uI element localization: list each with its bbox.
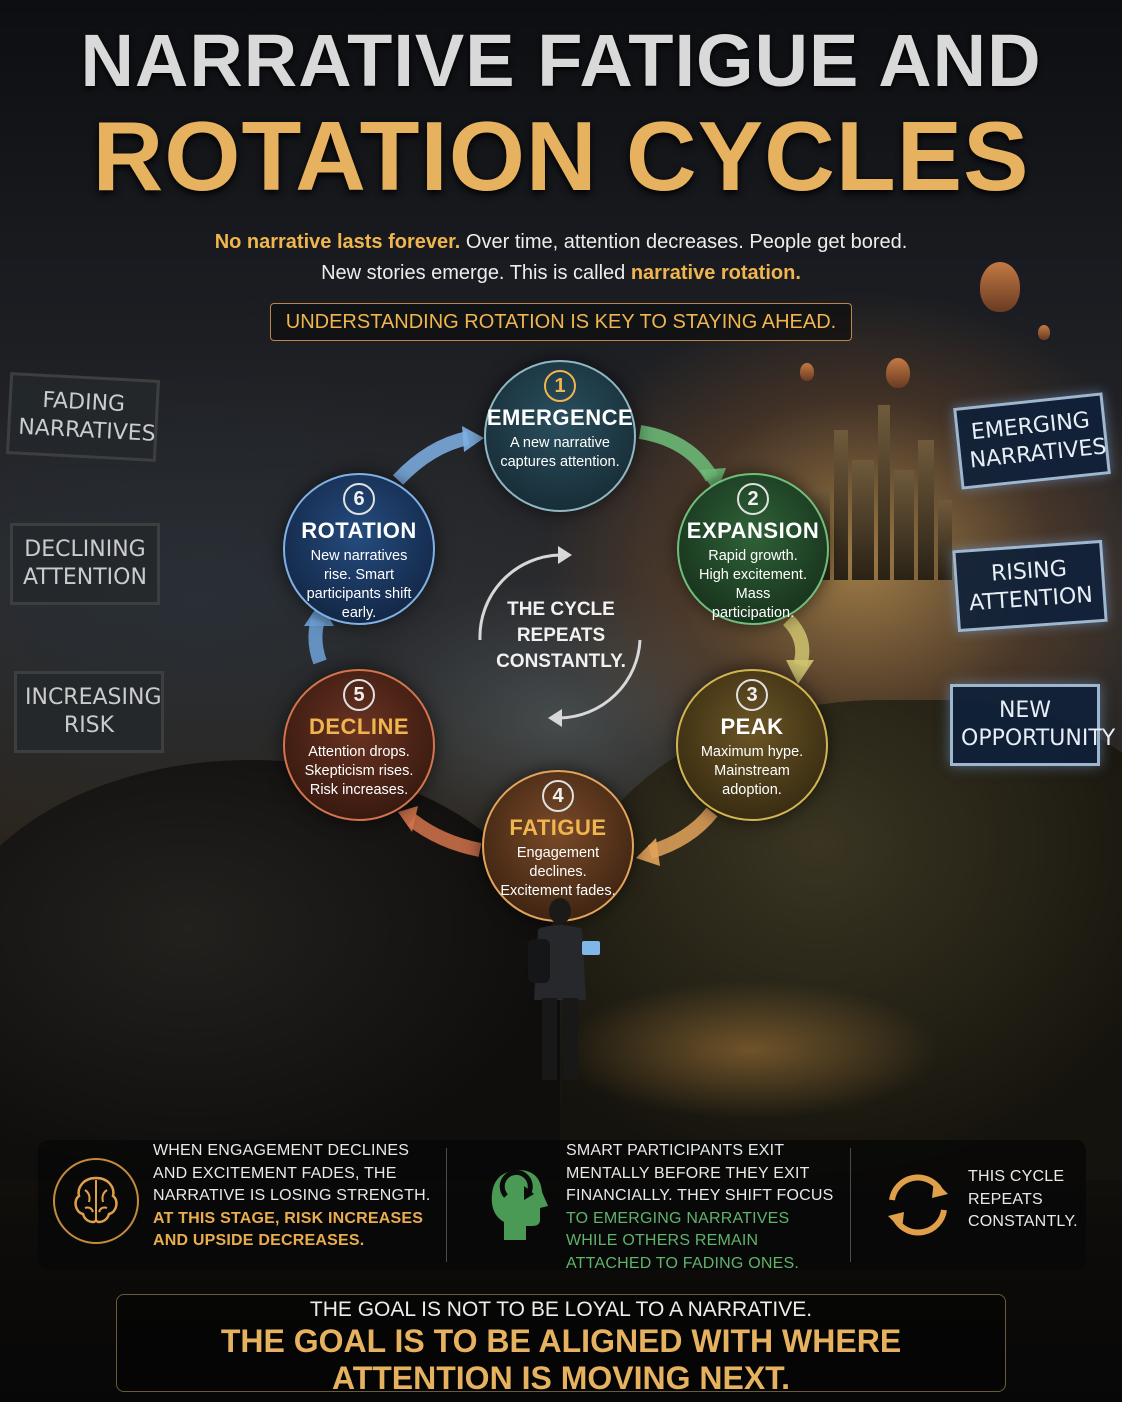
stage-number: 5 (343, 679, 375, 711)
arrow-head-5 (398, 806, 418, 832)
stage-description: Rapid growth. High excitement. Mass part… (699, 548, 807, 621)
center-arrow-head-bottom (548, 709, 562, 727)
hot-air-balloon (1038, 325, 1050, 340)
intro-text-2: New stories emerge. This is called (321, 262, 631, 284)
info-column-3: THIS CYCLE REPEATS CONSTANTLY. (968, 1168, 1078, 1230)
info-column-1: WHEN ENGAGEMENT DECLINES AND EXCITEMENT … (153, 1140, 433, 1253)
stage-number: 4 (542, 780, 574, 812)
intro-line-1: No narrative lasts forever. Over time, a… (80, 231, 1042, 254)
info-panel: WHEN ENGAGEMENT DECLINES AND EXCITEMENT … (38, 1140, 1086, 1272)
cycle-arrows-icon (888, 1174, 948, 1236)
stage-name: DECLINE (308, 714, 410, 739)
cycle-center-text: THE CYCLE REPEATS CONSTANTLY. (496, 599, 626, 672)
info-text-2b: TO EMERGING NARRATIVES WHILE OTHERS REMA… (566, 1209, 799, 1272)
person-silhouette (528, 898, 600, 1080)
head-arrow-icon (491, 1169, 548, 1240)
info-text-1b: AT THIS STAGE, RISK INCREASES AND UPSIDE… (153, 1209, 424, 1250)
arrow-5-to-6 (308, 617, 327, 665)
hot-air-balloon (980, 262, 1020, 312)
divider (850, 1148, 851, 1262)
hot-air-balloon (886, 358, 910, 388)
stage-description: Engagement declines. Excitement fades. (500, 845, 616, 899)
sign-increasing-risk: INCREASING RISK (14, 671, 164, 753)
sign-declining-attention: DECLINING ATTENTION (10, 523, 160, 605)
stage-decline: 5 DECLINE Attention drops. Skepticism ri… (283, 669, 435, 821)
info-column-2: SMART PARTICIPANTS EXIT MENTALLY BEFORE … (566, 1140, 841, 1275)
stage-expansion: 2 EXPANSION Rapid growth. High excitemen… (677, 473, 829, 625)
stage-name: PEAK (720, 714, 784, 739)
stage-description: Maximum hype. Mainstream adoption. (700, 744, 804, 798)
key-message-box: UNDERSTANDING ROTATION IS KEY TO STAYING… (270, 303, 852, 341)
stage-number: 2 (737, 483, 769, 515)
title-line-1: NARRATIVE FATIGUE AND (80, 19, 1042, 102)
glowing-path (560, 980, 940, 1120)
stage-name: FATIGUE (509, 815, 607, 840)
stage-description: Attention drops. Skepticism rises. Risk … (304, 744, 414, 798)
stage-name: ROTATION (301, 518, 417, 543)
stage-number: 6 (343, 483, 375, 515)
intro-text-1: Over time, attention decreases. People g… (460, 231, 908, 253)
dark-hill (0, 760, 560, 1180)
stage-name: EMERGENCE (486, 405, 634, 430)
stage-name: EXPANSION (686, 518, 820, 543)
center-cycle-arc-top (478, 553, 561, 641)
divider (446, 1148, 447, 1262)
stage-number: 3 (736, 679, 768, 711)
goal-line-1: THE GOAL IS NOT TO BE LOYAL TO A NARRATI… (309, 1298, 813, 1321)
sign-new-opportunity: NEW OPPORTUNITY (950, 684, 1115, 766)
center-cycle-arc-bottom (559, 639, 642, 720)
stage-emergence: 1 EMERGENCE A new narrative captures att… (484, 360, 636, 512)
goal-line-2: THE GOAL IS TO BE ALIGNED WITH WHERE (220, 1323, 902, 1359)
brain-icon (53, 1158, 139, 1244)
stage-peak: 3 PEAK Maximum hype. Mainstream adoption… (676, 669, 828, 821)
title-line-2: ROTATION CYCLES (92, 101, 1030, 211)
stage-description: A new narrative captures attention. (500, 435, 620, 470)
hot-air-balloon (800, 363, 814, 381)
info-text-1a: WHEN ENGAGEMENT DECLINES AND EXCITEMENT … (153, 1142, 431, 1204)
arrow-2-to-3 (782, 615, 810, 668)
goal-box: THE GOAL IS NOT TO BE LOYAL TO A NARRATI… (116, 1294, 1006, 1396)
arrow-head-3 (786, 660, 814, 684)
arrow-head-1 (462, 426, 484, 452)
arrow-3-to-4 (647, 807, 718, 859)
intro-line-2: New stories emerge. This is called narra… (80, 262, 1042, 285)
stage-number: 1 (544, 370, 576, 402)
arrow-6-to-1 (392, 431, 470, 485)
intro-highlight-2: narrative rotation. (630, 262, 801, 284)
intro-highlight-1: No narrative lasts forever. (214, 231, 461, 253)
center-arrow-head-top (558, 546, 572, 564)
info-text-2a: SMART PARTICIPANTS EXIT MENTALLY BEFORE … (566, 1142, 834, 1204)
stage-rotation: 6 ROTATION New narratives rise. Smart pa… (283, 473, 435, 625)
arrow-4-to-5 (407, 814, 482, 857)
sunlit-hill (562, 700, 1122, 1180)
stage-description: New narratives rise. Smart participants … (306, 548, 412, 621)
goal-line-3: ATTENTION IS MOVING NEXT. (331, 1360, 791, 1396)
arrow-head-4 (636, 838, 660, 866)
arrow-head-2 (700, 468, 726, 494)
